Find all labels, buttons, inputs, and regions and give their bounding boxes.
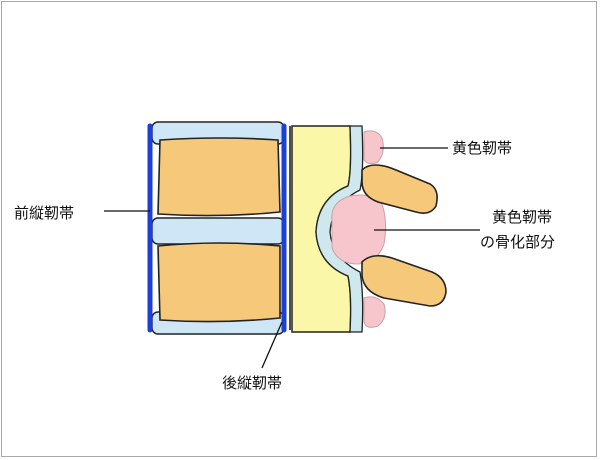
label-posterior-longitudinal-ligament: 後縦靭帯 <box>222 374 282 392</box>
label-ossification-line1: 黄色靭帯 <box>492 208 552 226</box>
csf-layer <box>315 125 364 333</box>
ligamentum-flavum-bottom <box>363 296 386 328</box>
label-ligamentum-flavum: 黄色靭帯 <box>452 139 512 157</box>
disc-middle <box>151 217 285 245</box>
lamina-upper <box>361 164 438 214</box>
vertebral-body-upper <box>157 137 281 217</box>
leader-posterior <box>261 321 283 369</box>
ligamentum-flavum-top <box>363 130 384 165</box>
label-anterior-longitudinal-ligament: 前縦靭帯 <box>14 204 74 222</box>
label-ossification-line2: の骨化部分 <box>480 233 555 251</box>
ossified-ligamentum-flavum <box>331 194 387 265</box>
vertebral-body-lower <box>157 242 281 323</box>
lamina-lower <box>361 254 447 307</box>
